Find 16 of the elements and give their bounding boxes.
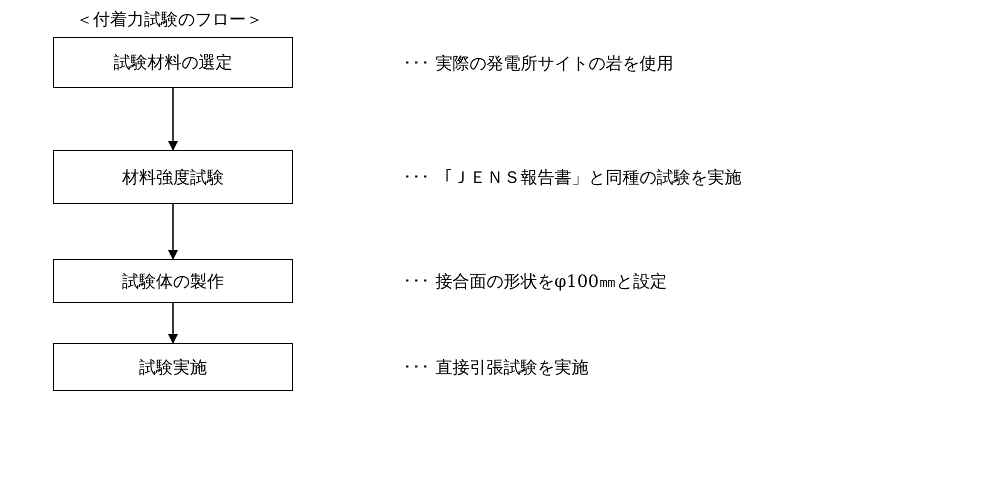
note-text: ･･･ 接合面の形状をφ100㎜と設定 bbox=[403, 271, 667, 293]
note-text: ･･･ 実際の発電所サイトの岩を使用 bbox=[403, 52, 674, 74]
box-label: 材料強度試験 bbox=[122, 166, 224, 188]
process-box bbox=[53, 37, 293, 88]
process-box bbox=[53, 150, 293, 204]
note-text: ･･･ 「ＪＥＮＳ報告書」と同種の試験を実施 bbox=[403, 167, 742, 189]
arrow bbox=[168, 88, 178, 151]
box-label: 試験体の製作 bbox=[122, 270, 224, 292]
diagram-title: ＜付着力試験のフロー＞ bbox=[76, 9, 263, 31]
arrow bbox=[168, 303, 178, 344]
process-box bbox=[53, 259, 293, 303]
box-label: 試験実施 bbox=[139, 356, 207, 378]
note-text: ･･･ 直接引張試験を実施 bbox=[403, 357, 588, 379]
arrow bbox=[168, 204, 178, 260]
process-box bbox=[53, 343, 293, 391]
box-label: 試験材料の選定 bbox=[114, 52, 232, 74]
